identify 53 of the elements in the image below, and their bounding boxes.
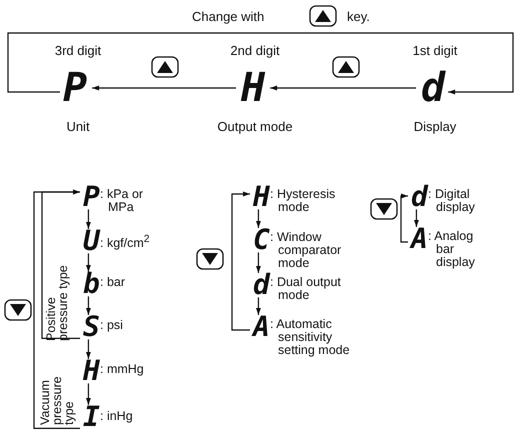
description-text: : kPa or MPa [100,188,144,214]
segment-character: d [420,72,446,104]
setting-label: Output mode [217,120,293,133]
description-text: : Hysteresis mode [270,188,336,214]
arrow [231,192,250,331]
segment-character: H [240,72,266,104]
description-text: : kgf/cm$^{2}$ [100,234,151,250]
arrow [41,190,80,339]
arrow [33,190,80,429]
segment-character: d [410,186,429,208]
digit-label: 2nd digit [230,44,280,57]
description-text: : psi [100,319,124,332]
segment-character: I [82,406,101,428]
description-text: : mmHg [100,363,145,376]
digit-label: 1st digit [412,44,458,57]
segment-character: A [410,228,429,250]
arrow [400,194,408,243]
instruction-text: key. [347,10,370,23]
description-text: : inHg [100,410,134,423]
segment-character: H [82,360,101,382]
segment-character: d [252,274,271,296]
arrow [86,383,91,405]
group-label: Vacuum pressure type [39,375,75,425]
description-text: : Window comparator mode [270,231,342,270]
description-text: : Dual output mode [270,276,342,302]
segment-character: H [252,186,271,208]
segment-character: P [82,186,101,208]
instruction-text: Change with [192,10,264,23]
description-text: : Automatic sensitivity setting mode [270,318,351,357]
arrow [256,297,261,315]
group-label: Positive pressure type [45,264,69,341]
arrow [270,86,416,90]
setting-label: Unit [66,120,90,133]
segment-character: U [82,230,101,252]
segment-character: b [82,273,101,296]
segment-character: S [82,316,101,338]
arrow [256,209,261,228]
arrow [86,253,91,272]
arrow [256,252,261,273]
description-text: : Digital display [428,188,476,214]
arrow [92,86,236,90]
description-text: : Analog bar display [428,230,476,269]
arrow [86,209,91,229]
arrow [86,339,91,359]
segment-character: A [252,316,271,338]
digit-label: 3rd digit [54,44,102,57]
segment-character: C [252,229,271,252]
description-text: : bar [100,276,126,289]
segment-character: P [62,72,88,104]
arrow [414,209,419,227]
arrow [7,32,514,94]
arrow [86,296,91,315]
setting-label: Display [414,120,456,133]
